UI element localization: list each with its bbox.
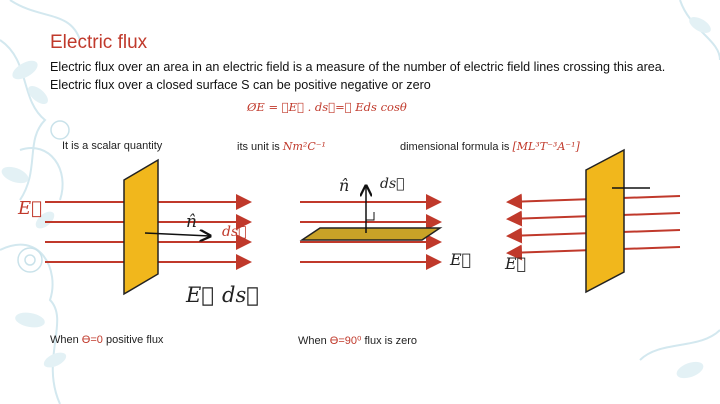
intro-paragraph: Electric flux over an area in an electri… xyxy=(50,60,666,92)
scalar-note: It is a scalar quantity xyxy=(62,140,163,152)
caption-1-suffix: positive flux xyxy=(102,334,164,346)
dimension-note: dimensional formula is [ML³T⁻³A⁻¹] xyxy=(400,140,580,153)
flux-formula: ØE = ∮E⃗ . ds⃗=∮ Eds cosθ xyxy=(247,100,407,114)
diagram-theta-zero xyxy=(45,158,252,296)
e-label-bottom: E⃗ xyxy=(186,283,214,307)
caption-2-prefix: When xyxy=(298,335,330,347)
dimension-label: dimensional formula is xyxy=(400,141,513,153)
n-hat-label: n̂ xyxy=(186,212,197,232)
dimension-value: [ML³T⁻³A⁻¹] xyxy=(512,140,580,153)
plate-left xyxy=(123,158,159,296)
e-label-right: E⃗ xyxy=(505,254,527,273)
ds-label-bottom: ds⃗ xyxy=(222,283,259,307)
ds-label-middle: ds⃗ xyxy=(380,176,405,192)
caption-zero-flux: When Ɵ=90⁰ flux is zero xyxy=(298,334,417,347)
unit-note: its unit is Nm²C⁻¹ xyxy=(237,140,326,153)
normal-arrow xyxy=(144,233,210,236)
ds-label-red: ds⃗ xyxy=(222,224,247,240)
unit-value: Nm²C⁻¹ xyxy=(282,140,326,153)
e-label-middle: E⃗ xyxy=(450,250,472,269)
caption-2-suffix: flux is zero xyxy=(361,335,418,347)
caption-2-angle: Ɵ=90⁰ xyxy=(329,335,362,347)
caption-positive-flux: When Ɵ=0 positive flux xyxy=(50,334,163,346)
plate-middle xyxy=(299,227,443,241)
diagram-theta-ninety xyxy=(299,186,443,270)
field-lines-middle xyxy=(300,194,442,270)
plate-right xyxy=(585,148,625,294)
e-label-left: E⃗ xyxy=(18,198,42,219)
right-angle-mark xyxy=(366,212,375,221)
n-hat-label-middle: n̂ xyxy=(339,176,350,195)
unit-label: its unit is xyxy=(237,141,283,153)
caption-1-prefix: When xyxy=(50,334,82,346)
caption-1-angle: Ɵ=0 xyxy=(81,334,103,346)
diagram-negative xyxy=(506,148,681,294)
slide-title: Electric flux xyxy=(50,32,148,53)
